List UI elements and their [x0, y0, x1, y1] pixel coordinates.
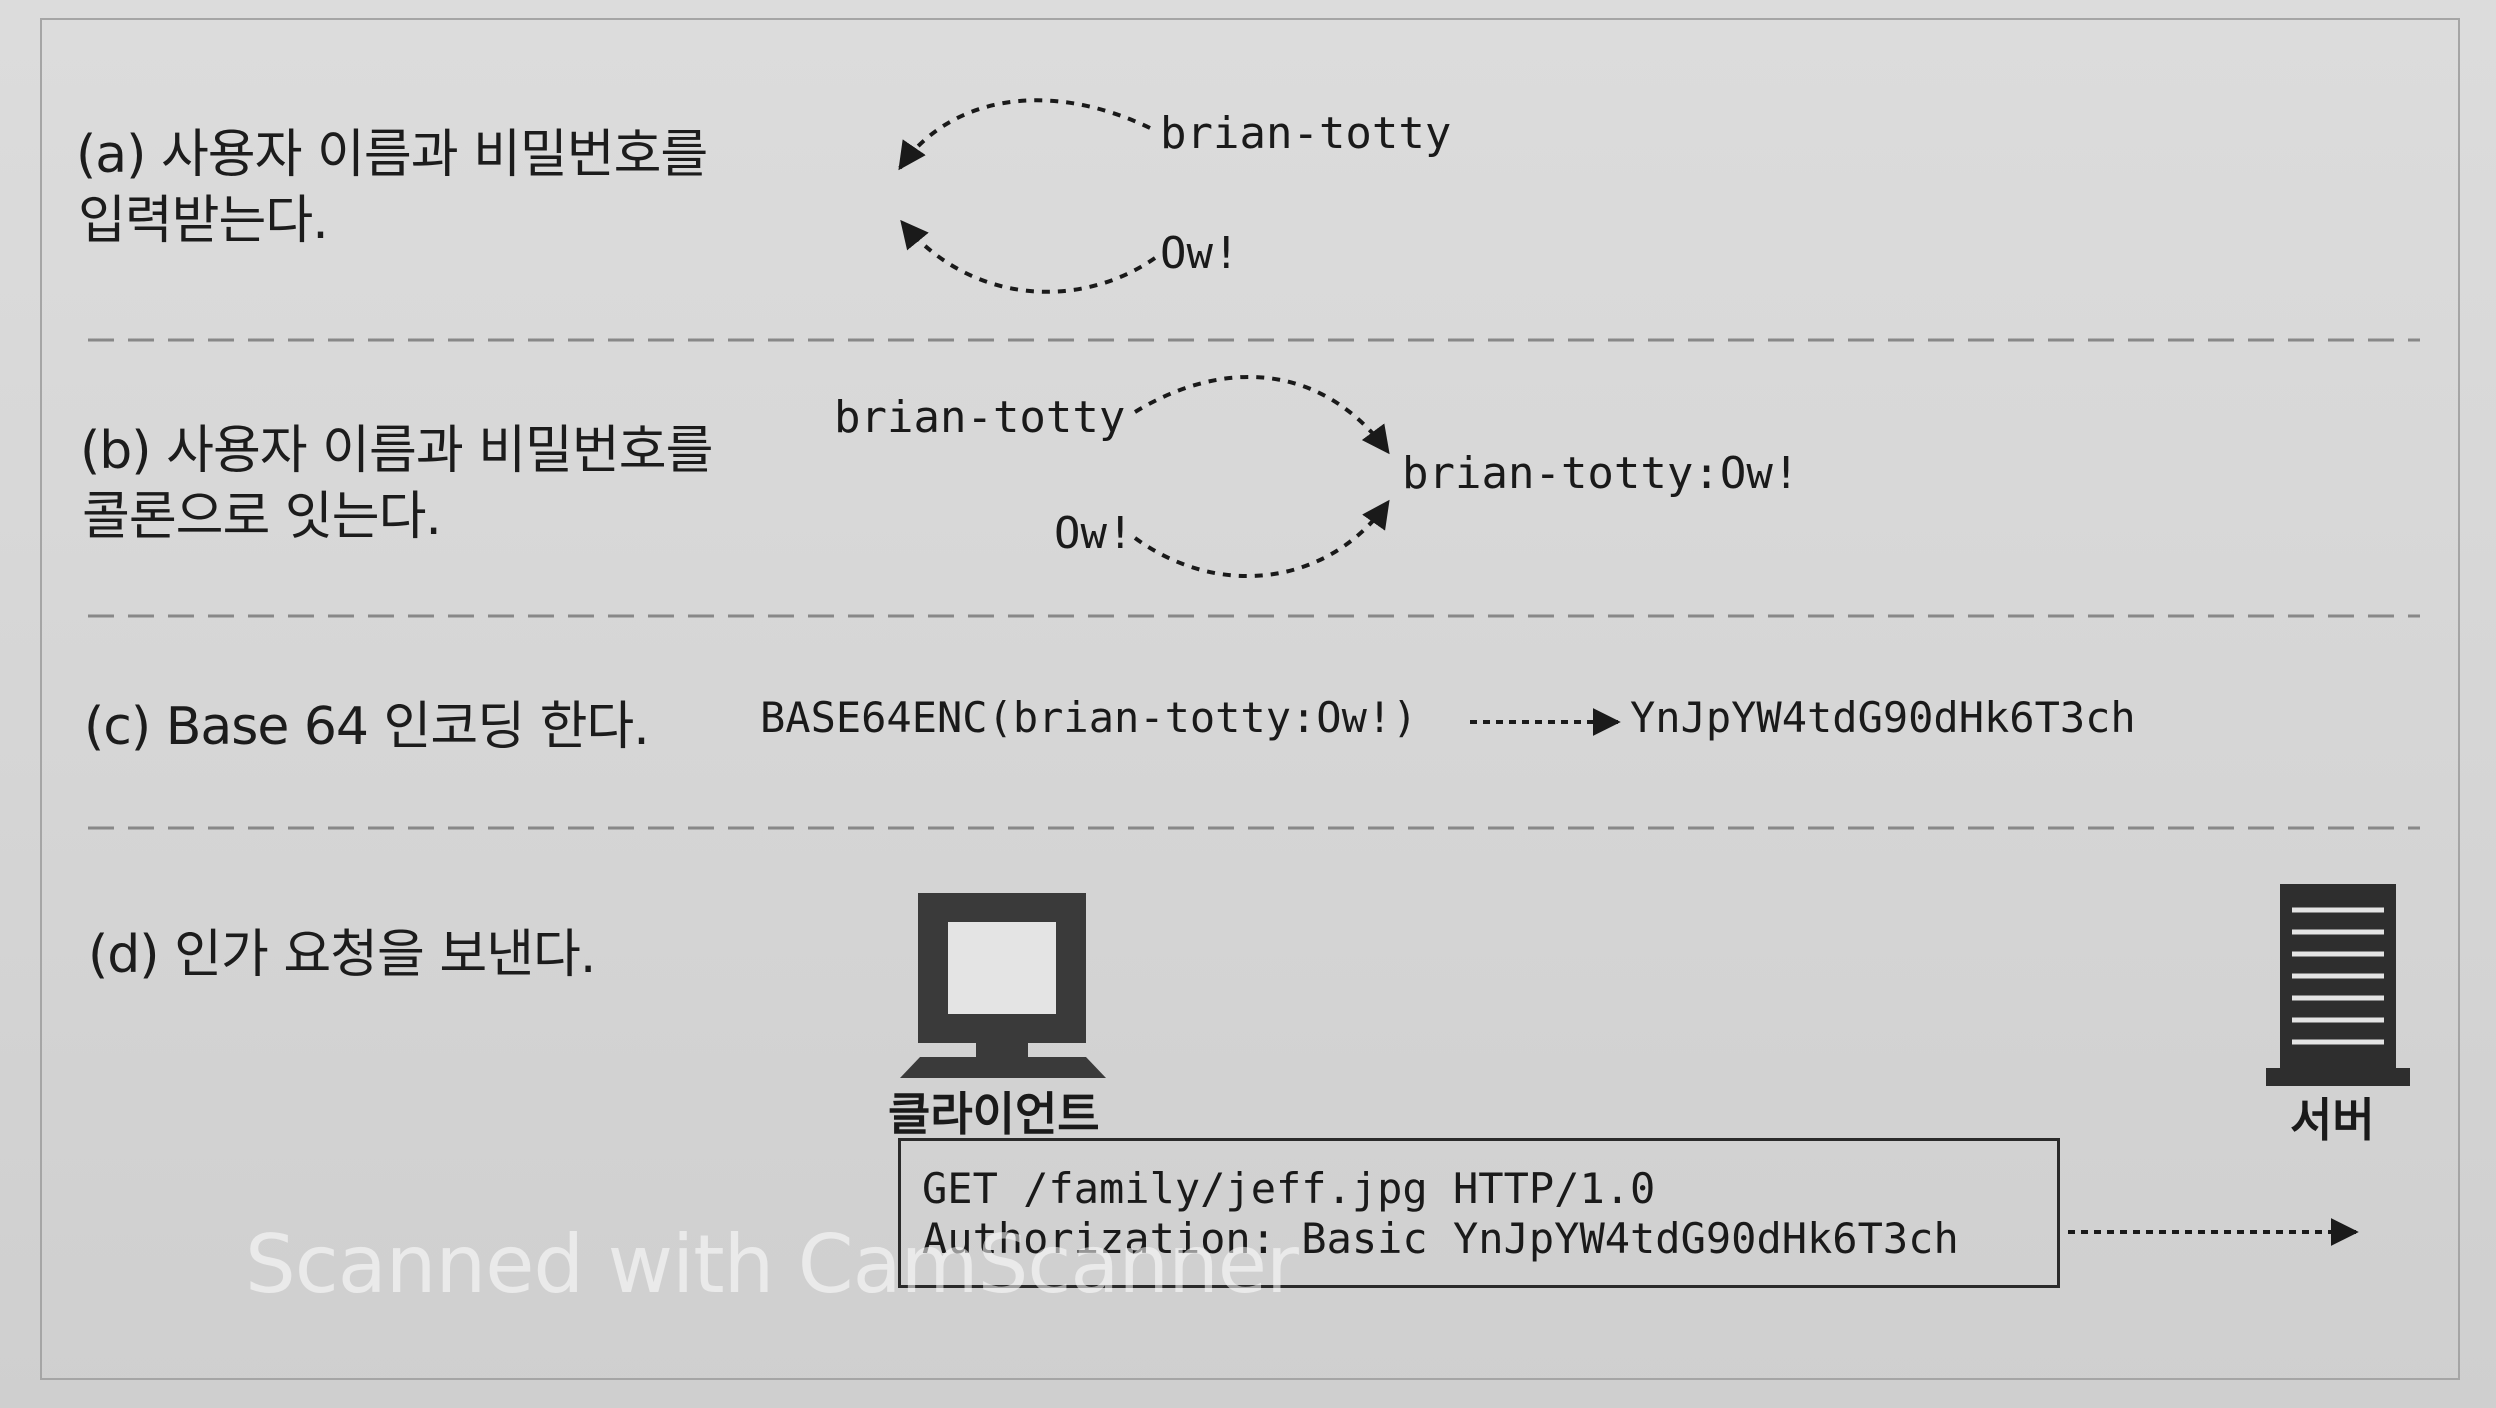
client-label: 클라이언트	[888, 1087, 1100, 1141]
request-line1: GET /family/jeff.jpg HTTP/1.0	[922, 1164, 1656, 1213]
arrow-username-b	[1133, 374, 1390, 455]
server-label: 서버	[2290, 1093, 2375, 1147]
step-d-label: (d) 인가 요청을 보낸다.	[88, 925, 596, 985]
step-c-label: (c) Base 64 인코딩 한다.	[84, 697, 650, 757]
panel-a-password: Ow!	[1160, 228, 1240, 279]
panel-c-encode-call: BASE64ENC(brian-totty:Ow!)	[760, 693, 1418, 742]
panel-b-username: brian-totty	[834, 392, 1126, 443]
arrow-password-b	[1133, 499, 1390, 578]
panel-b-password: Ow!	[1054, 508, 1134, 559]
request-box	[898, 1138, 2060, 1288]
arrow-username-a	[898, 98, 1151, 171]
panel-a-username: brian-totty	[1160, 108, 1452, 159]
computer-icon	[900, 893, 1106, 1078]
request-line2: Authorization: Basic YnJpYW4tdG90dHk6T3c…	[922, 1214, 1959, 1263]
panel-b-joined: brian-totty:Ow!	[1402, 448, 1800, 499]
server-icon	[2266, 884, 2410, 1086]
step-b-label-line1: (b) 사용자 이름과 비밀번호를	[80, 421, 713, 481]
step-b-label-line2: 콜론으로 잇는다.	[82, 487, 442, 547]
camscanner-watermark: Scanned with CamScanner	[245, 1218, 1299, 1311]
arrow-password-a	[900, 219, 1157, 294]
panel-c-encoded: YnJpYW4tdG90dHk6T3ch	[1630, 693, 2136, 742]
figure-frame	[40, 18, 2460, 1380]
step-a-label-line2: 입력받는다.	[78, 191, 329, 251]
step-a-label-line1: (a) 사용자 이름과 비밀번호를	[76, 125, 708, 185]
